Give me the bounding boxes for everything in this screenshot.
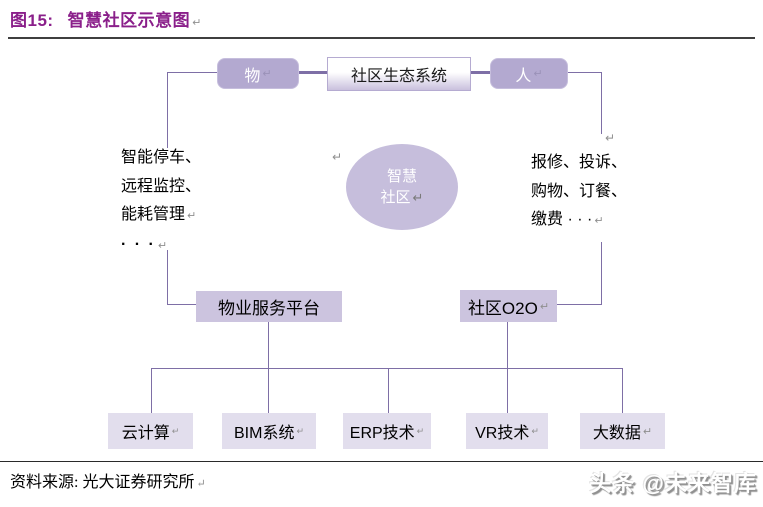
right-service-line3: 缴费 · · · <box>531 211 593 228</box>
node-things: 物↵ <box>217 58 299 89</box>
box-property-service-platform-label: 物业服务平台 <box>218 299 320 318</box>
paragraph-mark: ↵ <box>171 425 180 436</box>
connector-line <box>601 72 602 134</box>
connector-line <box>268 322 269 369</box>
connector-line <box>167 72 168 148</box>
connector-line <box>622 368 623 413</box>
paragraph-mark: ↵ <box>196 478 206 490</box>
connector-line <box>557 304 601 305</box>
node-things-label: 物 <box>244 67 261 85</box>
tech-box-bim-system-label: BIM系统 <box>234 425 295 442</box>
source-note-text: 资料来源: 光大证券研究所 <box>10 474 195 491</box>
connector-line <box>151 368 623 369</box>
connector-line <box>167 250 168 305</box>
tech-box-big-data: 大数据↵ <box>580 413 665 449</box>
ellipse-line1: 智慧 <box>386 168 417 185</box>
box-property-service-platform: 物业服务平台 <box>196 291 342 322</box>
paragraph-mark: ↵ <box>192 17 202 29</box>
left-service-list: 智能停车、 远程监控、 能耗管理↵ · · ·↵ <box>121 144 201 260</box>
tech-box-bim-system: BIM系统↵ <box>222 413 316 449</box>
source-note: 资料来源: 光大证券研究所 ↵ <box>10 468 206 492</box>
tech-box-cloud-computing-label: 云计算 <box>121 425 170 442</box>
figure-number: 图15: <box>10 11 54 30</box>
tech-box-vr-technology-label: VR技术 <box>475 425 530 442</box>
tech-box-erp-technology: ERP技术↵ <box>343 413 431 449</box>
tech-box-vr-technology: VR技术↵ <box>466 413 548 449</box>
node-people: 人↵ <box>490 58 568 89</box>
ellipse-line2: 社区↵ <box>381 187 424 208</box>
tech-box-cloud-computing: 云计算↵ <box>108 413 193 449</box>
node-community-ecosystem: 社区生态系统 <box>327 57 471 91</box>
figure-title: 图15: 智慧社区示意图 ↵ <box>10 6 202 31</box>
connector-line <box>471 71 490 74</box>
left-service-line1: 智能停车、 <box>121 149 202 166</box>
right-service-line1: 报修、投诉、 <box>531 154 628 171</box>
left-service-dots: · · · <box>121 235 156 253</box>
tech-box-big-data-label: 大数据 <box>592 425 641 442</box>
title-divider <box>8 37 755 39</box>
paragraph-mark: ↵ <box>416 425 425 436</box>
ellipse-smart-community: 智慧 社区↵ <box>346 144 458 230</box>
paragraph-mark: ↵ <box>539 300 550 313</box>
node-people-label: 人 <box>515 67 532 85</box>
paragraph-mark: ↵ <box>533 68 543 80</box>
left-service-line3: 能耗管理 <box>121 206 186 223</box>
node-community-ecosystem-label: 社区生态系统 <box>350 68 447 85</box>
paragraph-mark: ↵ <box>642 425 653 438</box>
footer-divider <box>0 461 763 462</box>
right-service-list: 报修、投诉、 购物、订餐、 缴费 · · ·↵ <box>531 149 627 236</box>
figure-title-text: 智慧社区示意图 <box>67 11 191 30</box>
left-service-line2: 远程监控、 <box>121 177 202 195</box>
paragraph-mark: ↵ <box>605 131 616 145</box>
connector-line <box>268 368 269 413</box>
tech-box-erp-technology-label: ERP技术 <box>349 425 415 442</box>
box-community-o2o-label: 社区O2O <box>467 298 538 318</box>
connector-line <box>568 72 601 73</box>
ellipse-line2-text: 社区 <box>380 189 411 206</box>
connector-line <box>299 71 327 74</box>
paragraph-mark: ↵ <box>157 239 168 252</box>
paragraph-mark: ↵ <box>332 150 343 164</box>
paragraph-mark: ↵ <box>296 425 304 436</box>
paragraph-mark: ↵ <box>531 425 539 436</box>
box-community-o2o: 社区O2O↵ <box>460 290 557 322</box>
connector-line <box>601 242 602 305</box>
paragraph-mark: ↵ <box>187 210 197 222</box>
connector-line <box>507 368 508 413</box>
connector-line <box>167 304 196 305</box>
paragraph-mark: ↵ <box>262 68 272 80</box>
right-service-line2: 购物、订餐、 <box>531 182 628 200</box>
connector-line <box>388 368 389 413</box>
paragraph-mark: ↵ <box>412 190 424 205</box>
watermark-toutiao: 头条 @未来智库 <box>589 471 757 496</box>
connector-line <box>167 72 217 73</box>
connector-line <box>151 368 152 413</box>
connector-line <box>507 322 508 369</box>
paragraph-mark: ↵ <box>594 215 604 227</box>
